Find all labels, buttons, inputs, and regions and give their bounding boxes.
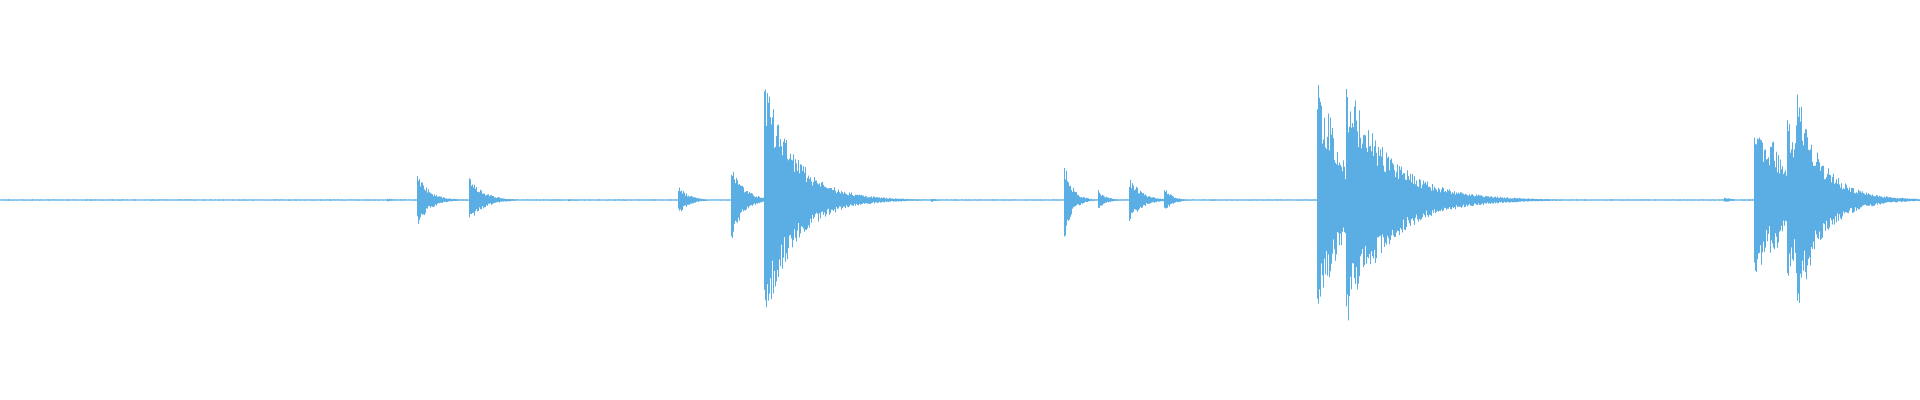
waveform-path [0,85,1920,321]
